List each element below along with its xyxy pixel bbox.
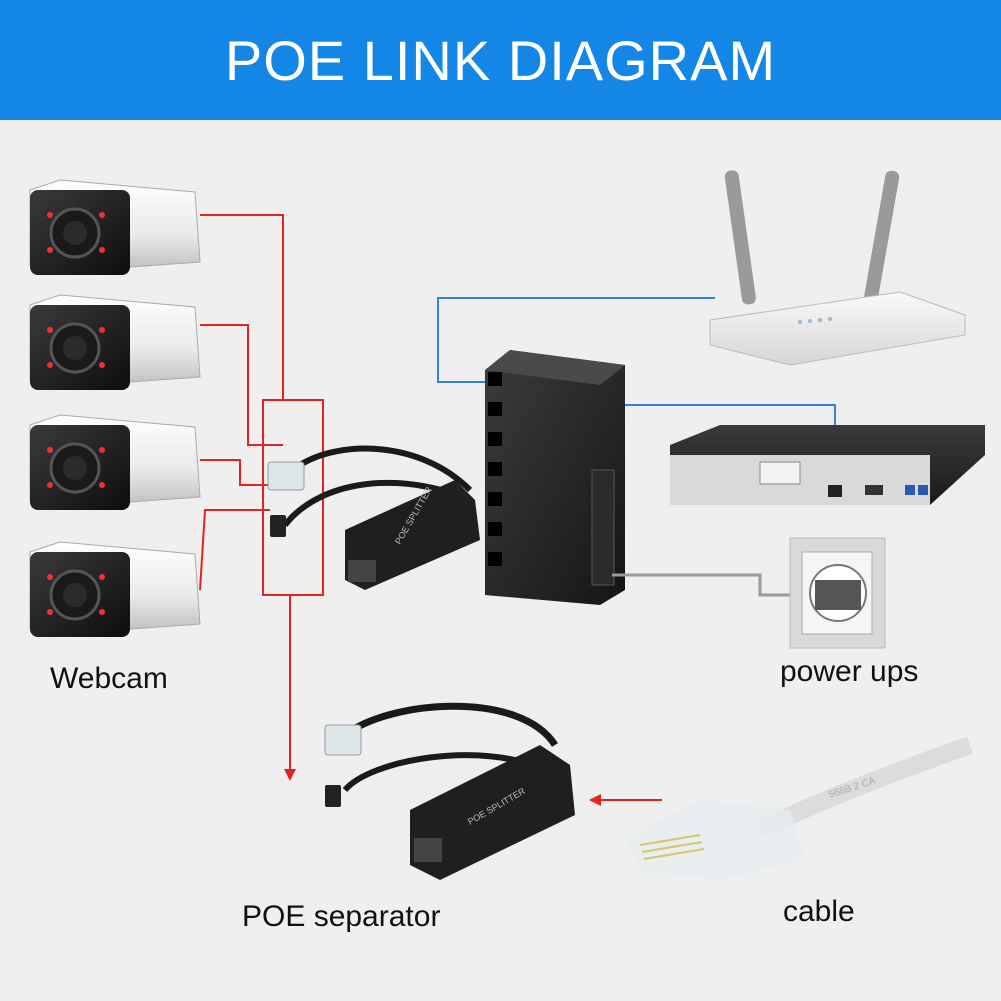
power-ups-label: power ups — [780, 655, 919, 688]
webcam-2 — [29, 294, 201, 390]
title-bar: POE LINK DIAGRAM — [0, 0, 1001, 120]
cable-label: cable — [783, 895, 855, 928]
router — [709, 170, 966, 366]
power-wire — [612, 573, 800, 597]
nvr-recorder — [670, 425, 985, 505]
page-title: POE LINK DIAGRAM — [224, 28, 777, 92]
webcam-3 — [29, 414, 201, 510]
webcam-label: Webcam — [50, 662, 168, 695]
ethernet-cable: 568B 2 CA — [625, 736, 974, 880]
poe-separator-device: POE SPLITTER — [324, 702, 575, 880]
webcam-4 — [29, 541, 201, 637]
power-socket — [789, 537, 886, 649]
poe-separator-label: POE separator — [242, 900, 441, 933]
camera-red-wires — [199, 214, 324, 781]
webcam-1 — [29, 179, 201, 275]
poe-splitter-top: POE SPLITTER — [267, 445, 480, 590]
poe-switch — [485, 350, 625, 605]
